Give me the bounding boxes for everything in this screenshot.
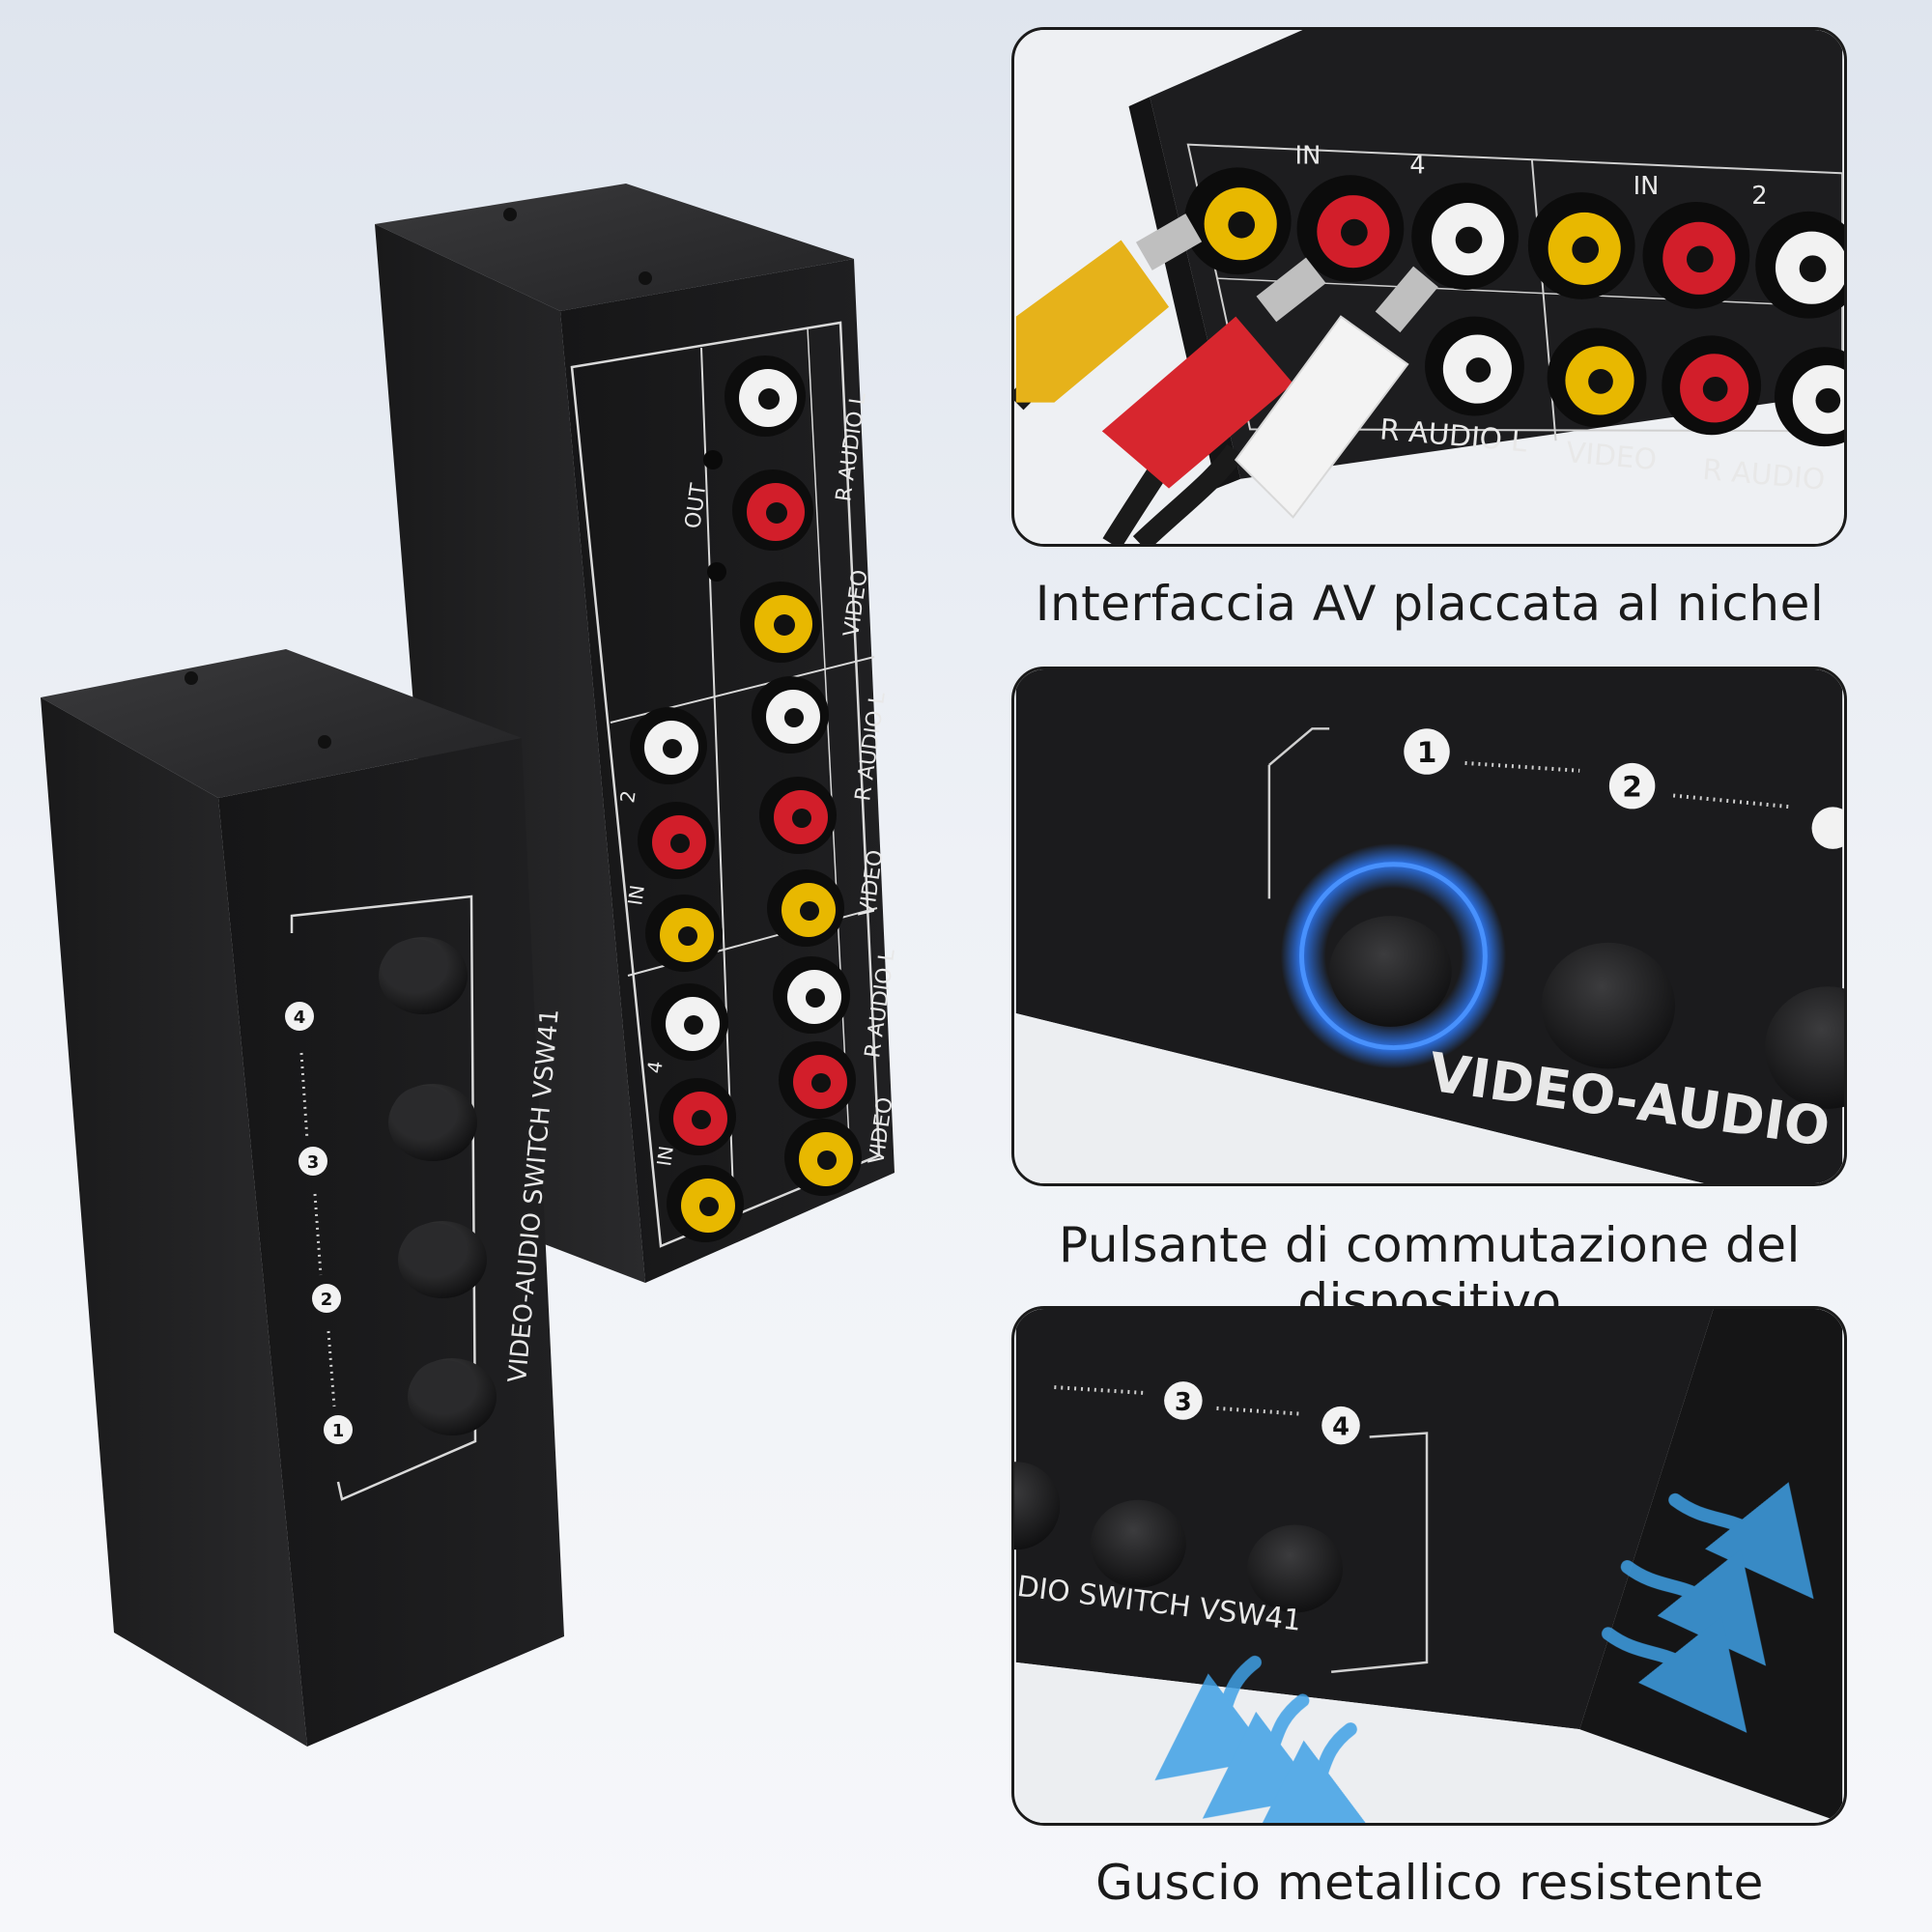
- switch-button-partial[interactable]: [1765, 986, 1844, 1109]
- svg-text:2: 2: [321, 1290, 333, 1310]
- svg-text:1: 1: [1417, 735, 1437, 769]
- rca-plug-red: [1101, 257, 1326, 544]
- rca-in4-white: [1411, 183, 1519, 290]
- rca-col-left: [630, 707, 744, 1242]
- rca-out-yellow: [740, 582, 821, 663]
- panel-metal-shell: 3 4 DIO SWITCH VSW41: [1011, 1306, 1847, 1826]
- rca-in2-white: [1755, 211, 1844, 319]
- label-num-4: 4: [642, 1060, 668, 1075]
- zoom-label-num-2: 2: [1751, 182, 1767, 211]
- device-front-view: 4 3 2 1 VIDEO-AUDIO SWITCH VSW41: [41, 649, 565, 1747]
- shell-closeup: 3 4 DIO SWITCH VSW41: [1014, 1309, 1843, 1823]
- svg-text:3: 3: [307, 1152, 320, 1173]
- zoom-number-2: 2: [1608, 762, 1656, 810]
- rca-in2-red: [1642, 201, 1750, 309]
- zoom-label-video: VIDEO: [1565, 435, 1659, 476]
- rca-in4-yellow: [1183, 167, 1292, 275]
- caption-shell: Guscio metallico resistente: [1095, 1855, 1764, 1911]
- ports-closeup: IN 4 IN 2 R AUDIO L VIDEO R AUDIO: [1014, 30, 1844, 544]
- zoom-label-num-4: 4: [1409, 151, 1425, 180]
- svg-text:3: 3: [1175, 1388, 1192, 1417]
- switch-button[interactable]: [1090, 1499, 1186, 1588]
- highlighted-switch-button[interactable]: [1280, 842, 1507, 1069]
- panel-switch-button: 1 2 VIDEO-AUDIO SWITC: [1011, 667, 1847, 1186]
- switch-button-3[interactable]: [388, 1084, 477, 1161]
- rca-col-right: [752, 676, 862, 1196]
- svg-text:4: 4: [294, 1008, 306, 1028]
- zoom-number-1: 1: [1404, 728, 1450, 775]
- label-in-2: IN: [623, 884, 649, 907]
- button-number-1: 1: [324, 1415, 353, 1444]
- zoom-number-4: 4: [1321, 1406, 1360, 1445]
- label-in-4: IN: [652, 1145, 678, 1168]
- rca-row2: [1425, 316, 1844, 447]
- airflow-arrows: [1154, 1482, 1814, 1823]
- button-number-4: 4: [285, 1002, 314, 1031]
- rca-out-red: [732, 469, 813, 551]
- rca-plug-yellow: [1014, 213, 1203, 411]
- zoom-label-in-2: IN: [1634, 172, 1660, 201]
- switch-button-partial[interactable]: [1014, 1462, 1061, 1550]
- rca-out-white: [724, 355, 806, 437]
- caption-nickel: Interfaccia AV placcata al nichel: [1035, 576, 1825, 632]
- svg-text:1: 1: [332, 1421, 345, 1441]
- rca-plug-white: [1132, 266, 1438, 544]
- button-number-3: 3: [298, 1147, 327, 1176]
- button-number-2: 2: [312, 1284, 341, 1313]
- zoom-label-in-4: IN: [1295, 141, 1321, 170]
- zoom-number-3: 3: [1164, 1381, 1203, 1420]
- rca-in4-red: [1296, 175, 1405, 283]
- label-num-2: 2: [615, 789, 640, 805]
- button-closeup: 1 2 VIDEO-AUDIO SWITC: [1015, 669, 1844, 1183]
- panel-nickel-ports: IN 4 IN 2 R AUDIO L VIDEO R AUDIO: [1011, 27, 1847, 547]
- switch-button[interactable]: [1541, 942, 1676, 1069]
- switch-button-1[interactable]: [408, 1358, 497, 1435]
- switch-button-4[interactable]: [379, 937, 468, 1014]
- rca-in2-yellow: [1527, 192, 1635, 299]
- svg-text:4: 4: [1332, 1413, 1350, 1442]
- switch-button[interactable]: [1247, 1524, 1344, 1613]
- switch-button-2[interactable]: [398, 1221, 487, 1298]
- device-illustration: OUT IN 2 IN 4: [41, 184, 900, 1747]
- svg-text:2: 2: [1622, 770, 1642, 804]
